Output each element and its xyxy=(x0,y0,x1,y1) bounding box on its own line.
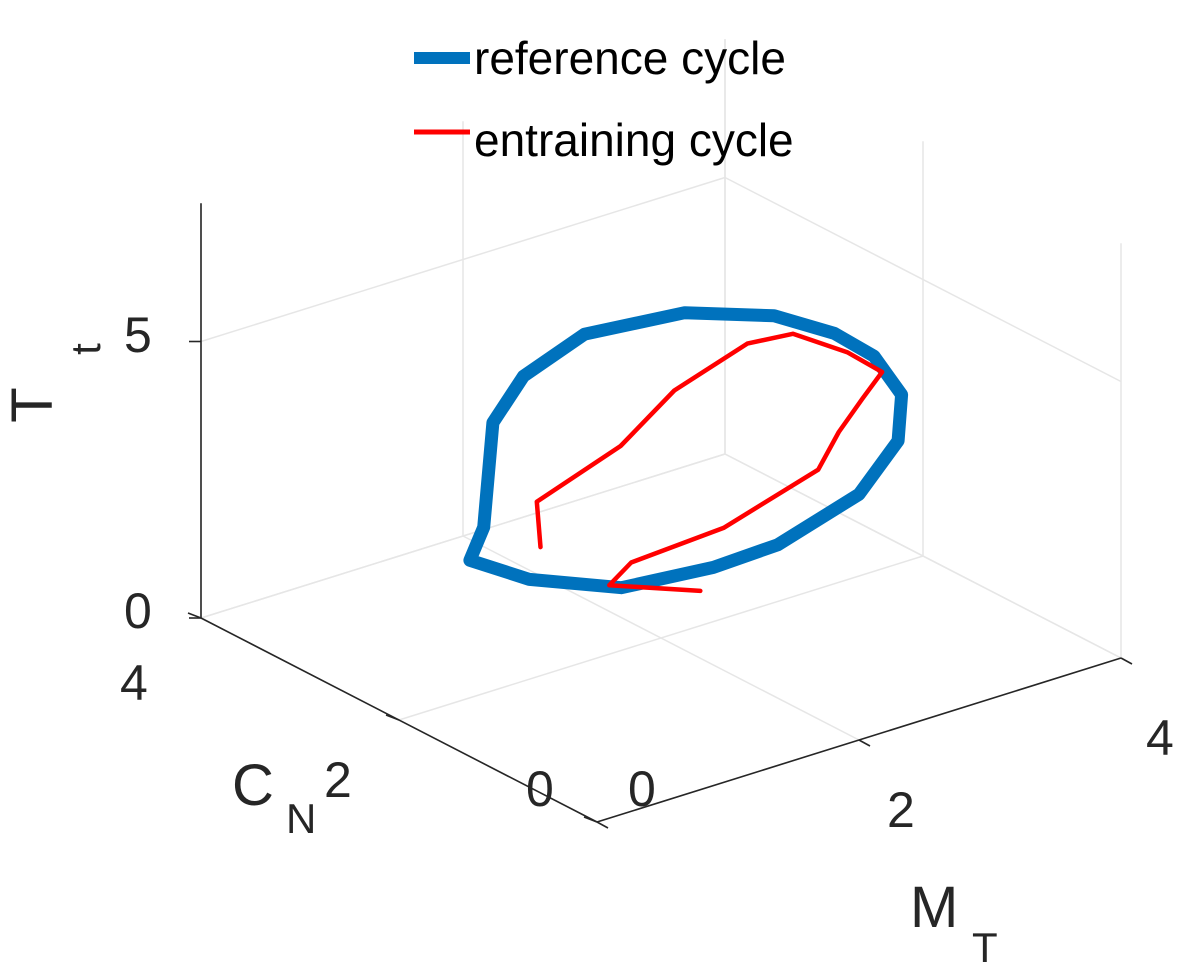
legend-label-entraining: entraining cycle xyxy=(474,114,794,166)
x-tick-mark xyxy=(858,739,871,747)
y-tick-mark xyxy=(583,816,598,823)
x-tick-label: 4 xyxy=(1146,710,1174,766)
axis-lines xyxy=(200,203,1122,823)
y-tick-mark xyxy=(187,612,202,619)
series-line-entraining-cycle xyxy=(534,331,885,594)
series-line-reference-cycle xyxy=(463,306,909,595)
z-axis-label: T xyxy=(0,387,65,422)
tick-marks xyxy=(187,340,1133,829)
x-tick-label: 0 xyxy=(628,761,656,817)
y-tick-mark xyxy=(385,714,400,721)
grid-lines xyxy=(200,39,1122,823)
y-tick-label: 0 xyxy=(526,761,554,817)
data-lines xyxy=(463,306,909,595)
x-axis-label-subscript: T xyxy=(972,924,998,971)
z-axis-label-subscript: t xyxy=(62,343,109,355)
x-axis-label: M xyxy=(910,875,958,940)
grid-line xyxy=(200,453,726,619)
grid-line xyxy=(398,555,924,721)
x-tick-mark xyxy=(596,821,609,829)
x-tick-label: 2 xyxy=(887,782,915,838)
z-tick-label: 0 xyxy=(124,583,152,639)
y-axis-label-subscript: N xyxy=(286,795,316,842)
y-axis-label: C xyxy=(232,753,274,818)
legend-label-reference: reference cycle xyxy=(474,32,786,84)
x-tick-mark xyxy=(1120,657,1133,665)
z-tick-label: 5 xyxy=(124,307,152,363)
y-tick-label: 4 xyxy=(120,655,148,711)
y-tick-label: 2 xyxy=(324,752,352,808)
grid-line xyxy=(724,176,1122,383)
legend: reference cycle entraining cycle xyxy=(414,32,794,166)
grid-line xyxy=(200,176,726,343)
